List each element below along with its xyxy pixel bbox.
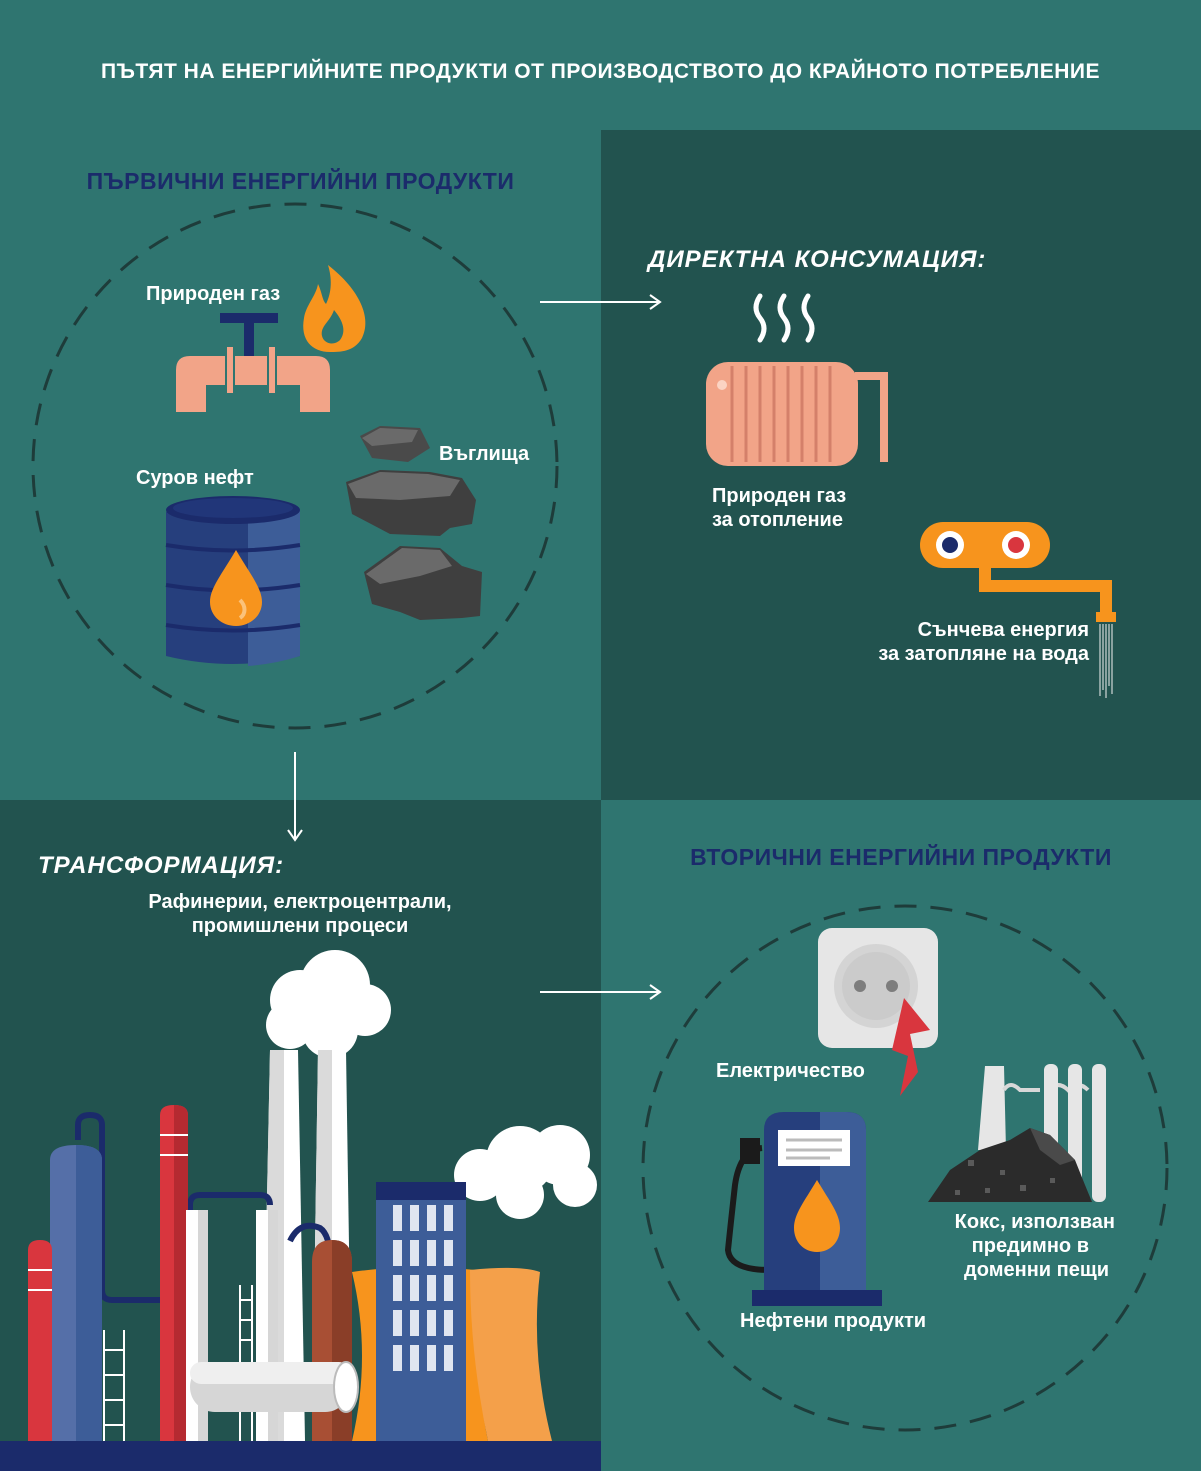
direct-consumption-title: ДИРЕКТНА КОНСУМАЦИЯ: bbox=[648, 246, 987, 273]
coke-label-line2: предимно в bbox=[971, 1235, 1089, 1257]
transformation-title: ТРАНСФОРМАЦИЯ: bbox=[38, 852, 285, 879]
coke-plant-icon bbox=[928, 1064, 1106, 1202]
coke-label-line3: доменни пещи bbox=[964, 1259, 1109, 1281]
primary-title: ПЪРВИЧНИ ЕНЕРГИЙНИ ПРОДУКТИ bbox=[86, 168, 515, 194]
solar-label-line2: за затопляне на вода bbox=[878, 643, 1089, 665]
electricity-label: Електричество bbox=[716, 1060, 865, 1082]
flame-icon bbox=[303, 265, 366, 352]
primary-panel bbox=[0, 130, 601, 800]
coke-label-line1: Кокс, използван bbox=[954, 1211, 1115, 1233]
lightning-icon bbox=[892, 998, 930, 1096]
radiator-icon bbox=[706, 362, 888, 466]
secondary-title: ВТОРИЧНИ ЕНЕРГИЙНИ ПРОДУКТИ bbox=[690, 844, 1112, 870]
page-title: ПЪТЯТ НА ЕНЕРГИЙНИТЕ ПРОДУКТИ ОТ ПРОИЗВО… bbox=[101, 60, 1100, 83]
primary-circle bbox=[31, 202, 559, 730]
factory-icon bbox=[0, 950, 601, 1471]
arrow-right-bottom-icon bbox=[540, 984, 662, 1000]
crude-oil-label: Суров нефт bbox=[136, 467, 254, 489]
direct-consumption-panel bbox=[601, 130, 1201, 800]
oil-products-label: Нефтени продукти bbox=[740, 1310, 927, 1332]
arrow-right-top-icon bbox=[540, 294, 662, 310]
oil-barrel-icon bbox=[165, 496, 301, 666]
solar-label-line1: Сънчева енергия bbox=[917, 619, 1089, 641]
arrow-down-icon bbox=[287, 752, 303, 842]
coal-label: Въглища bbox=[439, 443, 530, 465]
gas-heating-label-line1: Природен газ bbox=[712, 485, 847, 507]
transformation-desc-line1: Рафинерии, електроцентрали, bbox=[148, 891, 452, 913]
transformation-desc-line2: промишлени процеси bbox=[191, 915, 409, 937]
gas-pipe-icon bbox=[176, 313, 330, 412]
steam-icon bbox=[753, 293, 815, 343]
smoke-cloud-icon bbox=[266, 950, 597, 1219]
secondary-circle bbox=[641, 904, 1169, 1432]
natural-gas-label: Природен газ bbox=[146, 283, 281, 305]
gas-heating-label-line2: за отопление bbox=[712, 509, 843, 531]
coal-icon bbox=[346, 426, 482, 620]
fuel-pump-icon bbox=[724, 1112, 882, 1306]
power-socket-icon bbox=[818, 928, 938, 1096]
solar-heater-icon bbox=[920, 522, 1116, 698]
